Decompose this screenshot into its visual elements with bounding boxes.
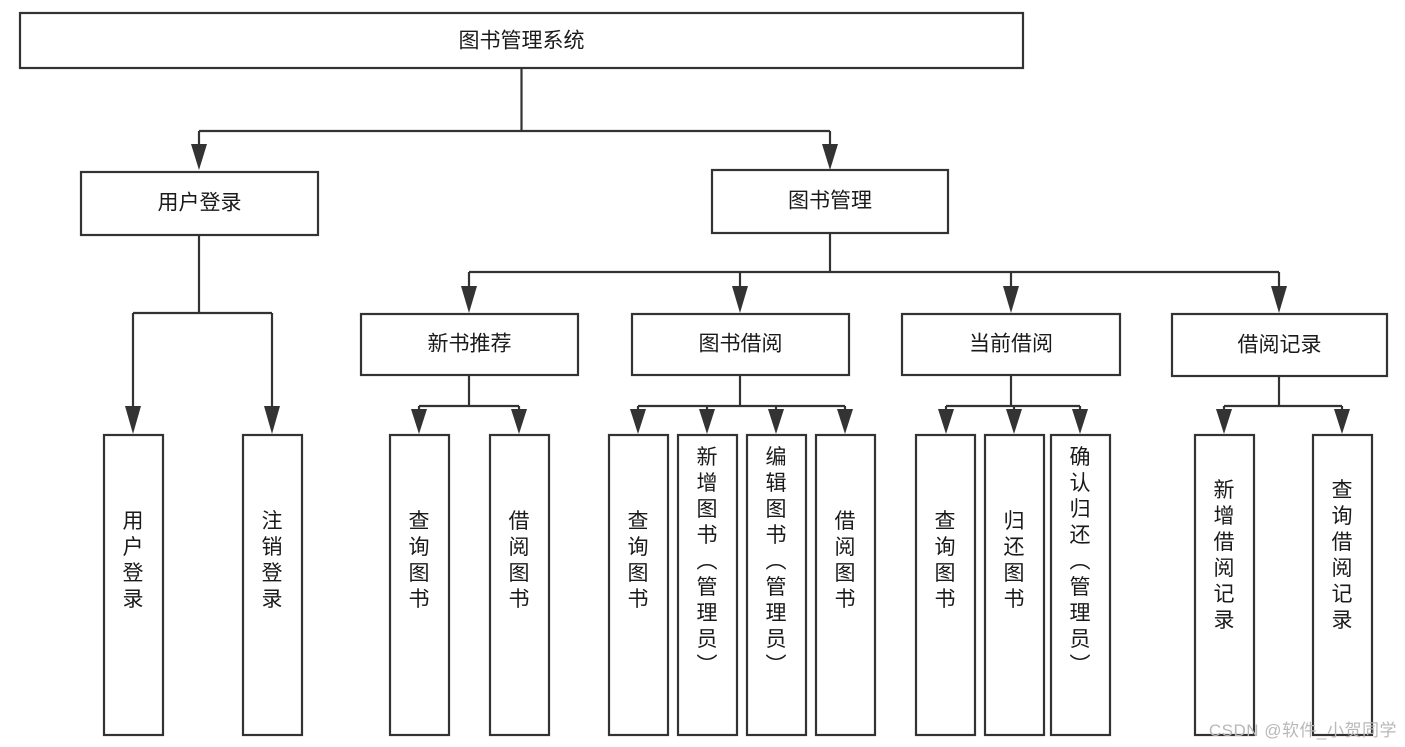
leaf-query-borrow-record-label: 查询借阅记录 xyxy=(1332,479,1353,632)
node-new-book-rec[interactable]: 新书推荐 xyxy=(359,312,580,377)
leaf-add-book-admin[interactable]: 新增图书︵管理员︶ xyxy=(676,433,739,737)
arrow-head-leaf-return-book xyxy=(1006,409,1022,434)
node-borrow-record-label: 借阅记录 xyxy=(1238,334,1322,357)
leaf-edit-book-admin-label: 编辑图书︵管理员︶ xyxy=(766,446,787,677)
node-current-borrow[interactable]: 当前借阅 xyxy=(900,312,1122,377)
leaf-return-book[interactable]: 归还图书 xyxy=(983,433,1046,737)
arrow-head-leaf-query-book-2 xyxy=(630,409,646,434)
leaf-logout-login-label: 注销登录 xyxy=(262,510,283,611)
arrow-head-leaf-query-book-1 xyxy=(411,409,427,434)
arrow-head-leaf-edit-book-admin xyxy=(768,409,784,434)
leaf-query-book-1[interactable]: 查询图书 xyxy=(388,433,451,737)
arrow-head-leaf-borrow-book-2 xyxy=(837,409,853,434)
leaf-borrow-book-2[interactable]: 借阅图书 xyxy=(814,433,877,737)
arrow-head-borrow-record xyxy=(1271,286,1287,313)
arrow-head-user-login xyxy=(191,144,207,170)
leaf-borrow-book-2-box[interactable] xyxy=(814,433,877,737)
leaf-user-login-label: 用户登录 xyxy=(123,510,144,611)
leaf-borrow-book-1-label: 借阅图书 xyxy=(509,510,530,611)
arrow-head-leaf-query-borrow-record xyxy=(1334,409,1350,434)
leaf-query-book-3-label: 查询图书 xyxy=(935,510,956,611)
node-current-borrow-box[interactable] xyxy=(900,312,1122,377)
leaf-add-book-admin-box[interactable] xyxy=(676,433,739,737)
arrow-head-book-manage xyxy=(822,144,838,170)
node-borrow-record-box[interactable] xyxy=(1170,312,1389,378)
leaf-borrow-book-1-box[interactable] xyxy=(488,433,551,737)
leaf-add-borrow-record-label: 新增借阅记录 xyxy=(1214,479,1235,632)
arrow-head-leaf-borrow-book-1 xyxy=(511,409,527,434)
leaf-query-book-2[interactable]: 查询图书 xyxy=(607,433,670,737)
leaf-query-book-2-label: 查询图书 xyxy=(628,510,649,611)
leaf-add-book-admin-label: 新增图书︵管理员︶ xyxy=(697,446,718,677)
leaf-query-borrow-record[interactable]: 查询借阅记录 xyxy=(1311,433,1374,737)
node-user-login-box[interactable] xyxy=(79,170,320,237)
arrow-head-leaf-user-login xyxy=(125,406,141,434)
leaf-edit-book-admin[interactable]: 编辑图书︵管理员︶ xyxy=(745,433,808,737)
leaf-query-book-1-box[interactable] xyxy=(388,433,451,737)
leaf-confirm-return-admin-box[interactable] xyxy=(1049,433,1112,737)
node-book-manage[interactable]: 图书管理 xyxy=(710,168,950,235)
node-borrow-record[interactable]: 借阅记录 xyxy=(1170,312,1389,378)
leaf-add-borrow-record[interactable]: 新增借阅记录 xyxy=(1193,433,1256,737)
node-book-manage-label: 图书管理 xyxy=(788,190,872,213)
leaf-return-book-label: 归还图书 xyxy=(1004,510,1025,611)
arrow-head-current-borrow xyxy=(1003,286,1019,313)
node-current-borrow-label: 当前借阅 xyxy=(969,333,1053,356)
leaf-query-book-3[interactable]: 查询图书 xyxy=(914,433,977,737)
leaf-add-borrow-record-box[interactable] xyxy=(1193,433,1256,737)
node-book-manage-box[interactable] xyxy=(710,168,950,235)
node-book-borrow-box[interactable] xyxy=(630,312,851,377)
node-root-box[interactable] xyxy=(18,11,1025,70)
leaf-edit-book-admin-box[interactable] xyxy=(745,433,808,737)
node-book-borrow[interactable]: 图书借阅 xyxy=(630,312,851,377)
leaf-return-book-box[interactable] xyxy=(983,433,1046,737)
arrow-head-leaf-logout-login xyxy=(264,406,280,434)
arrow-head-leaf-query-book-3 xyxy=(938,409,954,434)
node-root[interactable]: 图书管理系统 xyxy=(18,11,1025,70)
arrow-head-leaf-add-book-admin xyxy=(699,409,715,434)
node-new-book-rec-label: 新书推荐 xyxy=(428,333,512,356)
node-user-login-label: 用户登录 xyxy=(158,192,242,215)
leaf-query-book-2-box[interactable] xyxy=(607,433,670,737)
leaf-user-login-box[interactable] xyxy=(102,433,165,737)
node-user-login[interactable]: 用户登录 xyxy=(79,170,320,237)
leaf-logout-login-box[interactable] xyxy=(241,433,304,737)
node-new-book-rec-box[interactable] xyxy=(359,312,580,377)
leaf-query-book-3-box[interactable] xyxy=(914,433,977,737)
arrow-head-book-borrow xyxy=(732,286,748,313)
node-book-borrow-label: 图书借阅 xyxy=(699,333,783,356)
arrow-head-new-book-rec xyxy=(461,286,477,313)
leaf-confirm-return-admin-label: 确认归还︵管理员︶ xyxy=(1070,446,1091,677)
connector-layer xyxy=(125,68,1350,434)
node-root-label: 图书管理系统 xyxy=(459,30,585,53)
arrow-head-leaf-confirm-return-admin xyxy=(1072,409,1088,434)
leaf-borrow-book-2-label: 借阅图书 xyxy=(835,510,856,611)
leaf-user-login[interactable]: 用户登录 xyxy=(102,433,165,737)
leaf-logout-login[interactable]: 注销登录 xyxy=(241,433,304,737)
leaf-confirm-return-admin[interactable]: 确认归还︵管理员︶ xyxy=(1049,433,1112,737)
leaf-borrow-book-1[interactable]: 借阅图书 xyxy=(488,433,551,737)
leaf-query-borrow-record-box[interactable] xyxy=(1311,433,1374,737)
arrow-head-leaf-add-borrow-record xyxy=(1216,409,1232,434)
leaf-query-book-1-label: 查询图书 xyxy=(409,510,430,611)
